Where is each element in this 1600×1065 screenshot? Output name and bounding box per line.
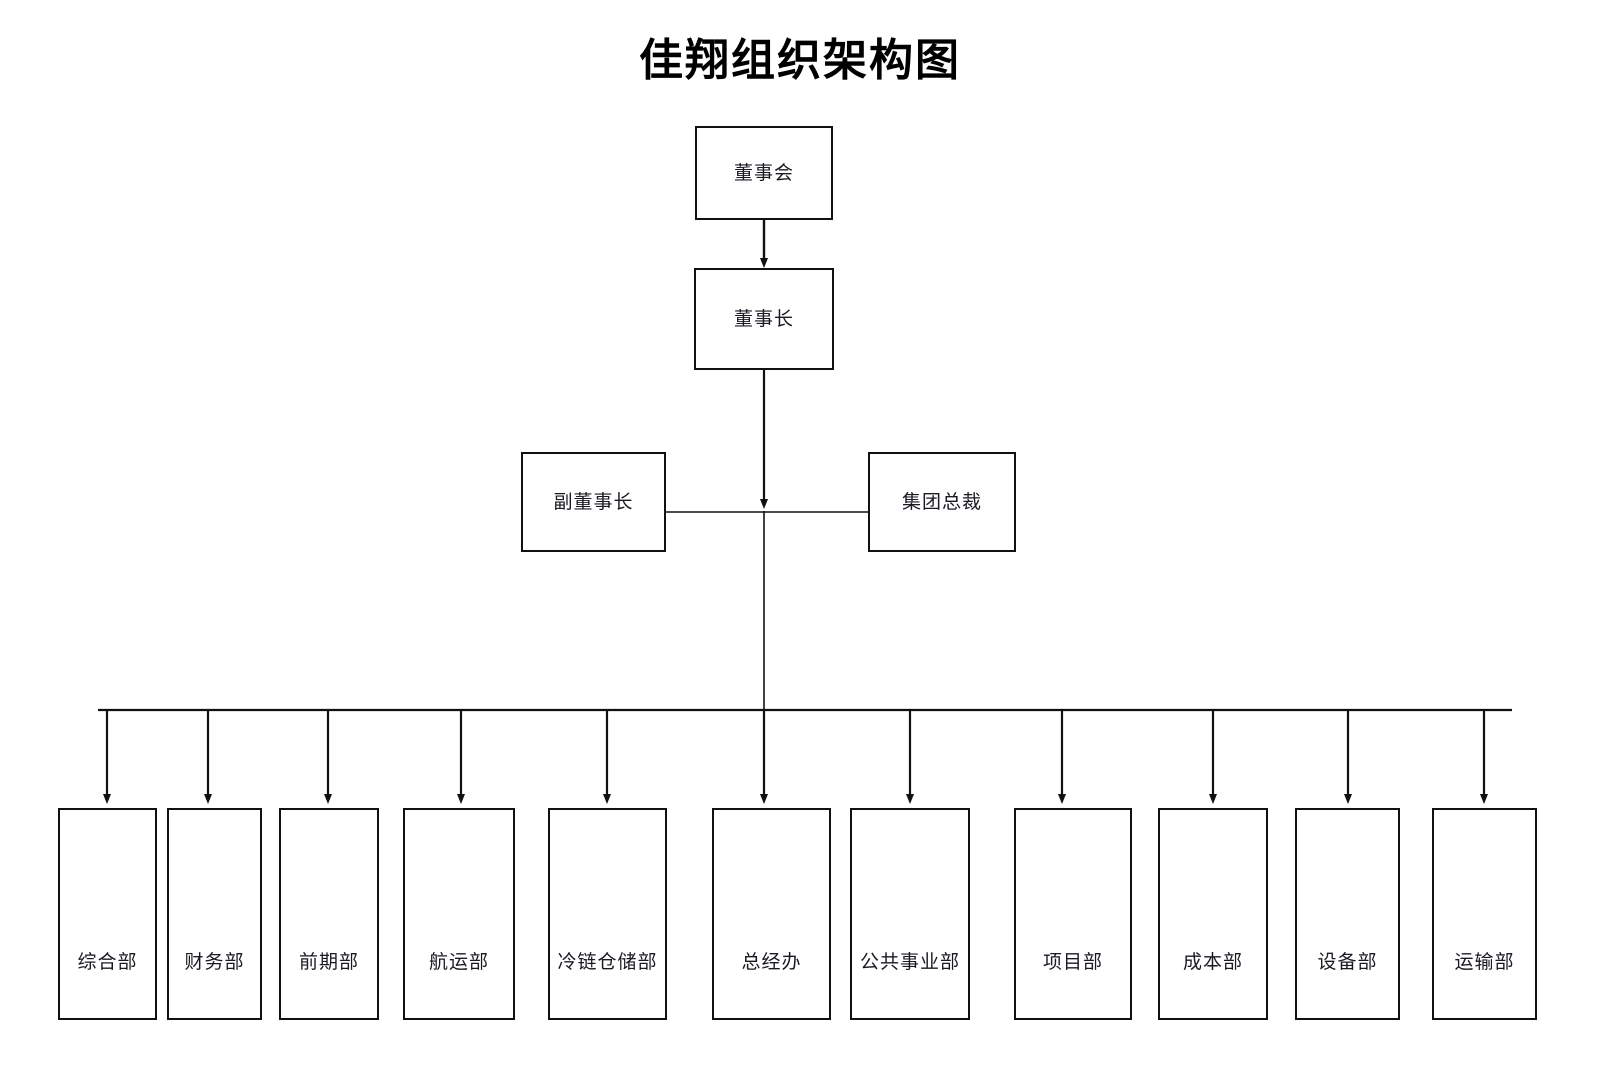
node-dept-public-utilities[interactable]: 公共事业部 (850, 808, 970, 1020)
node-chairman[interactable]: 董事长 (694, 268, 834, 370)
node-dept-shipping[interactable]: 航运部 (403, 808, 515, 1020)
node-dept-transport-label: 运输部 (1454, 950, 1515, 973)
node-dept-general-affairs-label: 综合部 (77, 950, 138, 973)
node-board-label: 董事会 (733, 161, 794, 184)
node-vice-chairman[interactable]: 副董事长 (521, 452, 666, 552)
node-dept-finance[interactable]: 财务部 (167, 808, 262, 1020)
node-dept-finance-label: 财务部 (184, 950, 245, 973)
node-dept-transport[interactable]: 运输部 (1432, 808, 1537, 1020)
node-dept-equipment[interactable]: 设备部 (1295, 808, 1400, 1020)
node-dept-public-utilities-label: 公共事业部 (859, 950, 960, 973)
node-dept-project[interactable]: 项目部 (1014, 808, 1132, 1020)
node-group-president[interactable]: 集团总裁 (868, 452, 1016, 552)
node-chairman-label: 董事长 (733, 307, 794, 330)
node-dept-preliminary[interactable]: 前期部 (279, 808, 379, 1020)
node-dept-general-affairs[interactable]: 综合部 (58, 808, 157, 1020)
node-board[interactable]: 董事会 (695, 126, 833, 220)
node-dept-cost[interactable]: 成本部 (1158, 808, 1268, 1020)
node-dept-cold-chain[interactable]: 冷链仓储部 (548, 808, 667, 1020)
node-dept-cold-chain-label: 冷链仓储部 (557, 950, 658, 973)
node-dept-shipping-label: 航运部 (428, 950, 489, 973)
node-group-president-label: 集团总裁 (901, 490, 982, 513)
node-dept-gm-office[interactable]: 总经办 (712, 808, 831, 1020)
node-vice-chairman-label: 副董事长 (553, 490, 634, 513)
node-dept-gm-office-label: 总经办 (741, 950, 802, 973)
node-dept-project-label: 项目部 (1042, 950, 1103, 973)
node-dept-preliminary-label: 前期部 (298, 950, 359, 973)
page-title: 佳翔组织架构图 (639, 35, 961, 86)
node-dept-equipment-label: 设备部 (1317, 950, 1378, 973)
node-dept-cost-label: 成本部 (1182, 950, 1243, 973)
